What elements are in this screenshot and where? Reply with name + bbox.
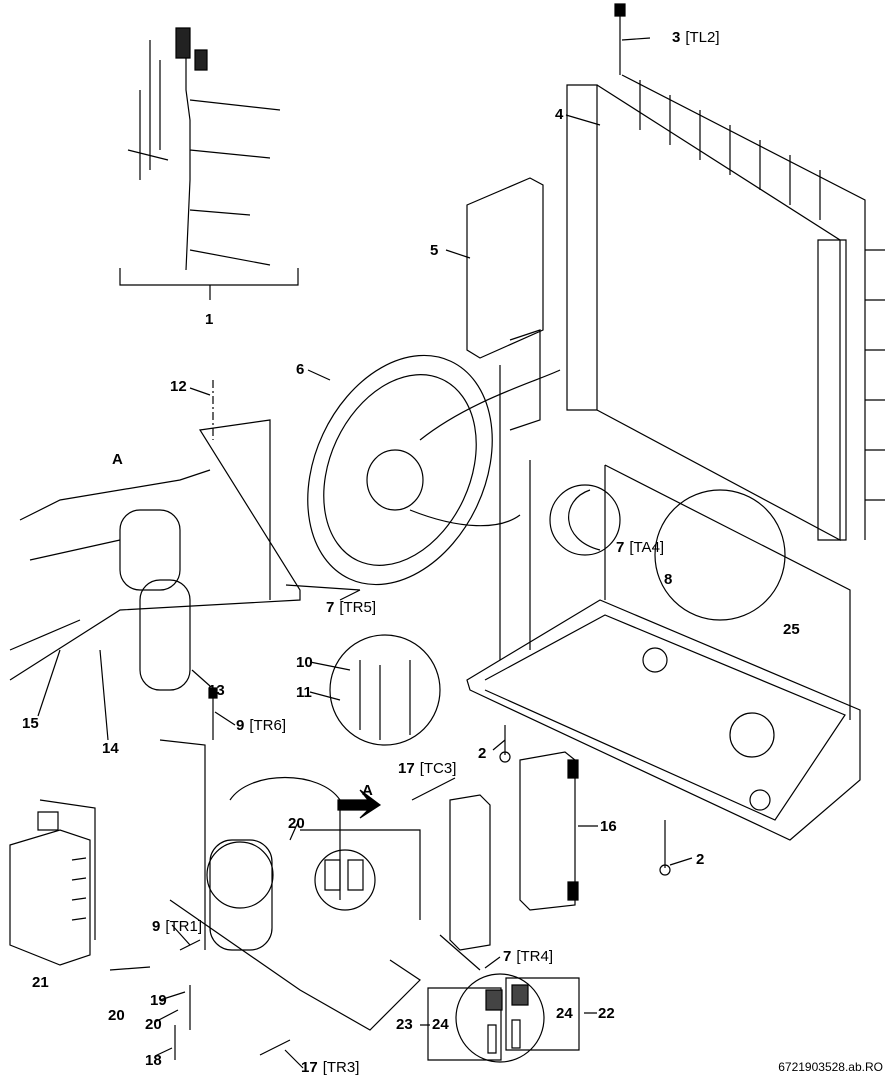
callout-label: 3[TL2] (672, 30, 720, 45)
callout-label: 7[TR4] (503, 949, 553, 964)
callout-sensor-tag: [TR3] (322, 1059, 360, 1076)
callout-label: 21 (32, 975, 49, 990)
callout-label: A (112, 452, 123, 467)
callout-label: 4 (555, 107, 563, 122)
valve-detail-boxes (428, 974, 579, 1062)
control-bracket (467, 178, 543, 430)
callout-label: 9[TR6] (236, 718, 286, 733)
callout-number: 10 (296, 654, 313, 671)
callout-number: 13 (208, 682, 225, 699)
callout-label: 1 (205, 312, 213, 327)
callout-label: 9[TR1] (152, 919, 202, 934)
callout-sensor-tag: [TA4] (629, 539, 665, 556)
callout-number: 2 (478, 745, 487, 762)
callout-sensor-tag: [TC3] (419, 760, 457, 777)
callout-number: 6 (296, 361, 305, 378)
callout-number: 18 (145, 1052, 162, 1069)
callout-label: 15 (22, 716, 39, 731)
callout-label: 14 (102, 741, 119, 756)
callout-label: 20 (108, 1008, 125, 1023)
callout-number: 9 (236, 717, 245, 734)
fan-assembly (272, 325, 560, 614)
callout-label: 8 (664, 572, 672, 587)
callout-label: 25 (783, 622, 800, 637)
callout-number: 8 (664, 571, 673, 588)
callout-label: 24 (432, 1017, 449, 1032)
callout-number: 7 (616, 539, 625, 556)
callout-number: 16 (600, 818, 617, 835)
callout-label: 16 (600, 819, 617, 834)
callout-label: 20 (288, 816, 305, 831)
callout-label: 6 (296, 362, 304, 377)
callout-label: 11 (296, 685, 312, 700)
callout-number: 22 (598, 1005, 615, 1022)
callout-number: 7 (326, 599, 335, 616)
callout-number: 15 (22, 715, 39, 732)
wiring-harness (120, 28, 298, 300)
callout-label: 19 (150, 993, 167, 1008)
callout-sensor-tag: [TR6] (249, 717, 287, 734)
callout-number: 11 (296, 684, 312, 701)
callout-label: 17[TR3] (301, 1060, 359, 1075)
callout-number: A (112, 451, 123, 468)
fasteners-and-sensors (110, 585, 670, 1060)
callout-sensor-tag: [TR4] (516, 948, 554, 965)
callout-label: 20 (145, 1017, 162, 1032)
callout-label: 24 (556, 1006, 573, 1021)
callout-number: 24 (556, 1005, 573, 1022)
callout-label: 13 (208, 683, 225, 698)
detail-circle-compressor (330, 635, 440, 745)
callout-number: 17 (301, 1059, 318, 1076)
callout-sensor-tag: [TL2] (685, 29, 720, 46)
callout-number: 9 (152, 918, 161, 935)
callout-label: 2 (696, 852, 704, 867)
condenser-coil (567, 4, 885, 540)
callout-number: 23 (396, 1016, 413, 1033)
callout-sensor-tag: [TR5] (339, 599, 377, 616)
callout-label: 22 (598, 1006, 615, 1021)
callout-number: 14 (102, 740, 119, 757)
callout-label: 17[TC3] (398, 761, 456, 776)
callout-number: 3 (672, 29, 681, 46)
callout-number: 20 (108, 1007, 125, 1024)
drawing-code: 6721903528.ab.RO (778, 1060, 883, 1074)
leader-lines (38, 38, 692, 1068)
plate-heat-exchanger (450, 752, 578, 950)
callout-number: 24 (432, 1016, 449, 1033)
callout-label: 7[TR5] (326, 600, 376, 615)
callout-number: 12 (170, 378, 187, 395)
callout-label: 12 (170, 379, 187, 394)
callout-number: 19 (150, 992, 167, 1009)
callout-number: 17 (398, 760, 415, 777)
callout-label: 5 (430, 243, 438, 258)
callout-number: 20 (288, 815, 305, 832)
callout-sensor-tag: [TR1] (165, 918, 203, 935)
callout-number: 7 (503, 948, 512, 965)
callout-label: A (362, 783, 373, 798)
callout-number: 21 (32, 974, 49, 991)
callout-label: 2 (478, 746, 486, 761)
base-tray (467, 365, 860, 840)
electrical-box (10, 800, 95, 965)
compressor-assembly-side (10, 380, 300, 690)
callout-number: 25 (783, 621, 800, 638)
callout-number: 2 (696, 851, 705, 868)
callout-number: A (362, 782, 373, 799)
callout-number: 20 (145, 1016, 162, 1033)
callout-number: 1 (205, 311, 214, 328)
callout-label: 23 (396, 1017, 413, 1032)
compressor-assembly-main (160, 688, 420, 1030)
callout-label: 18 (145, 1053, 162, 1068)
callout-number: 5 (430, 242, 439, 259)
callout-label: 10 (296, 655, 313, 670)
callout-number: 4 (555, 106, 564, 123)
callout-label: 7[TA4] (616, 540, 664, 555)
